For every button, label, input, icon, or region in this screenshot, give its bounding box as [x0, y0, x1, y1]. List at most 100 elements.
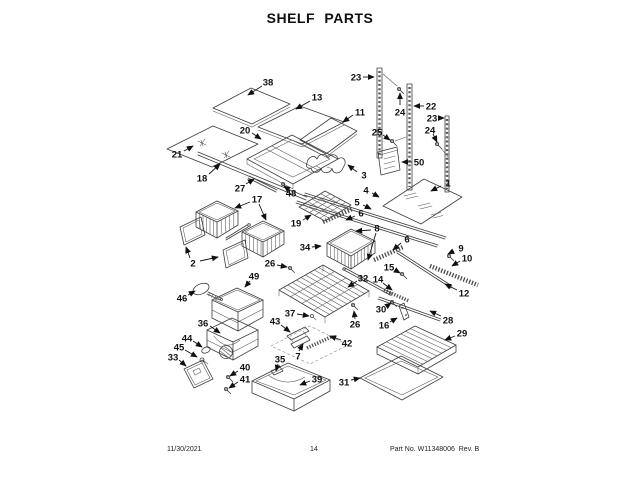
callout-49: 49	[244, 272, 260, 288]
part-7-slide-assembly-illustration	[270, 325, 349, 365]
part-number-label: 25	[372, 128, 383, 139]
callout-23: 23	[351, 73, 375, 84]
part-8-rod-illustration	[342, 267, 393, 296]
callout-10: 10	[451, 254, 472, 267]
parts-artwork	[166, 67, 479, 412]
part-number-label: 48	[286, 189, 297, 200]
part-6-slide-rail-lower-illustration	[373, 244, 404, 263]
callout-4: 4	[363, 186, 380, 198]
callout-27: 27	[235, 178, 255, 195]
part-22-rail-illustration	[406, 83, 413, 191]
part-34-wire-basket-illustration	[326, 228, 376, 270]
callout-7: 7	[295, 343, 304, 363]
callout-38: 38	[247, 78, 273, 96]
part-number-label: 6	[358, 209, 363, 220]
part-number-label: 11	[355, 108, 366, 119]
part-number-label: 37	[285, 309, 296, 320]
part-24-screw-right-illustration	[434, 141, 449, 158]
callout-28: 28	[429, 310, 454, 327]
part-number-label: 13	[312, 93, 323, 104]
callout-42: 42	[329, 335, 353, 350]
part-number-label: 22	[426, 102, 437, 113]
part-number-label: 45	[174, 343, 185, 354]
part-number-label: 33	[168, 353, 179, 364]
callout-6: 6	[345, 209, 364, 221]
part-number-label: 4	[363, 186, 369, 197]
callout-16: 16	[379, 317, 398, 332]
callout-35: 35	[275, 355, 286, 372]
part-number-label: 6	[404, 235, 409, 246]
callout-11: 11	[342, 108, 366, 123]
callout-14: 14	[373, 275, 393, 291]
part-number-label: 23	[351, 73, 362, 84]
part-12-rail-illustration	[396, 250, 453, 289]
part-number-label: 18	[197, 174, 208, 185]
part-21-glass-shelf-illustration	[166, 125, 259, 168]
callout-46: 46	[177, 290, 196, 305]
callout-40: 40	[229, 363, 251, 377]
part-number-label: 39	[312, 375, 323, 386]
part-number-label: 42	[342, 339, 353, 350]
callout-34: 34	[300, 243, 322, 254]
part-2-front-panel-left-illustration	[179, 216, 206, 246]
part-number-label: 41	[240, 375, 251, 386]
callout-37: 37	[285, 309, 310, 320]
callout-17: 17	[234, 195, 267, 221]
part-number-label: 46	[177, 294, 188, 305]
callout-30: 30	[376, 302, 392, 316]
callout-24: 24	[425, 126, 438, 143]
callout-5: 5	[354, 198, 372, 210]
part-number-label: 43	[270, 317, 281, 328]
part-number-label: 21	[172, 150, 183, 161]
callout-44: 44	[182, 334, 203, 348]
callout-50: 50	[401, 158, 424, 169]
callout-18: 18	[197, 163, 221, 185]
part-number-label: 3	[361, 171, 366, 182]
part-17-drawer-right-illustration	[241, 220, 285, 258]
part-26-screw-right-illustration	[350, 302, 359, 311]
callout-45: 45	[174, 343, 198, 358]
part-number-label: 34	[300, 243, 311, 254]
part-24-screw-illustration	[396, 87, 405, 94]
part-number-label: 29	[457, 329, 468, 340]
part-47-rod-illustration	[225, 223, 251, 241]
callout-33: 33	[168, 353, 187, 367]
part-37-clip-illustration	[310, 314, 317, 321]
callout-22: 22	[413, 102, 437, 113]
part-number-label: 24	[395, 108, 406, 119]
callout-13: 13	[295, 93, 323, 110]
part-31-tray-illustration	[359, 355, 444, 401]
part-3-bracket-illustration	[305, 153, 346, 174]
part-23-rail-right-illustration	[444, 115, 450, 193]
part-11-shelf-illustration	[299, 117, 358, 158]
part-number-label: 7	[295, 352, 300, 363]
callout-32: 32	[347, 274, 368, 288]
callout-24: 24	[395, 92, 406, 119]
part-number-label: 49	[249, 272, 260, 283]
page-title: SHELF PARTS	[266, 10, 374, 26]
part-14-slide-rail-illustration	[383, 288, 410, 303]
part-number-label: 1	[445, 179, 451, 190]
part-number-label: 26	[350, 320, 361, 331]
part-33-panel-illustration	[183, 359, 214, 389]
part-32-wire-shelf-illustration	[278, 264, 370, 324]
part-1-glass-shelf-illustration	[382, 178, 463, 225]
part-number-label: 17	[252, 195, 263, 206]
part-number-label: 26	[265, 259, 276, 270]
part-2-front-panel-right-illustration	[222, 239, 249, 269]
part-number-label: 36	[198, 319, 209, 330]
part-16-bracket-illustration	[398, 302, 410, 321]
part-number-label: 24	[425, 126, 436, 137]
callout-2: 2	[185, 246, 219, 270]
callout-12: 12	[444, 283, 469, 300]
part-number-label: 8	[374, 224, 379, 235]
part-50-cover-illustration	[377, 146, 401, 176]
part-number-label: 28	[443, 316, 454, 327]
footer-date: 11/30/2021	[167, 446, 202, 453]
part-number-label: 15	[384, 263, 395, 274]
part-number-label: 40	[240, 363, 251, 374]
part-36-bin-illustration	[206, 317, 259, 361]
